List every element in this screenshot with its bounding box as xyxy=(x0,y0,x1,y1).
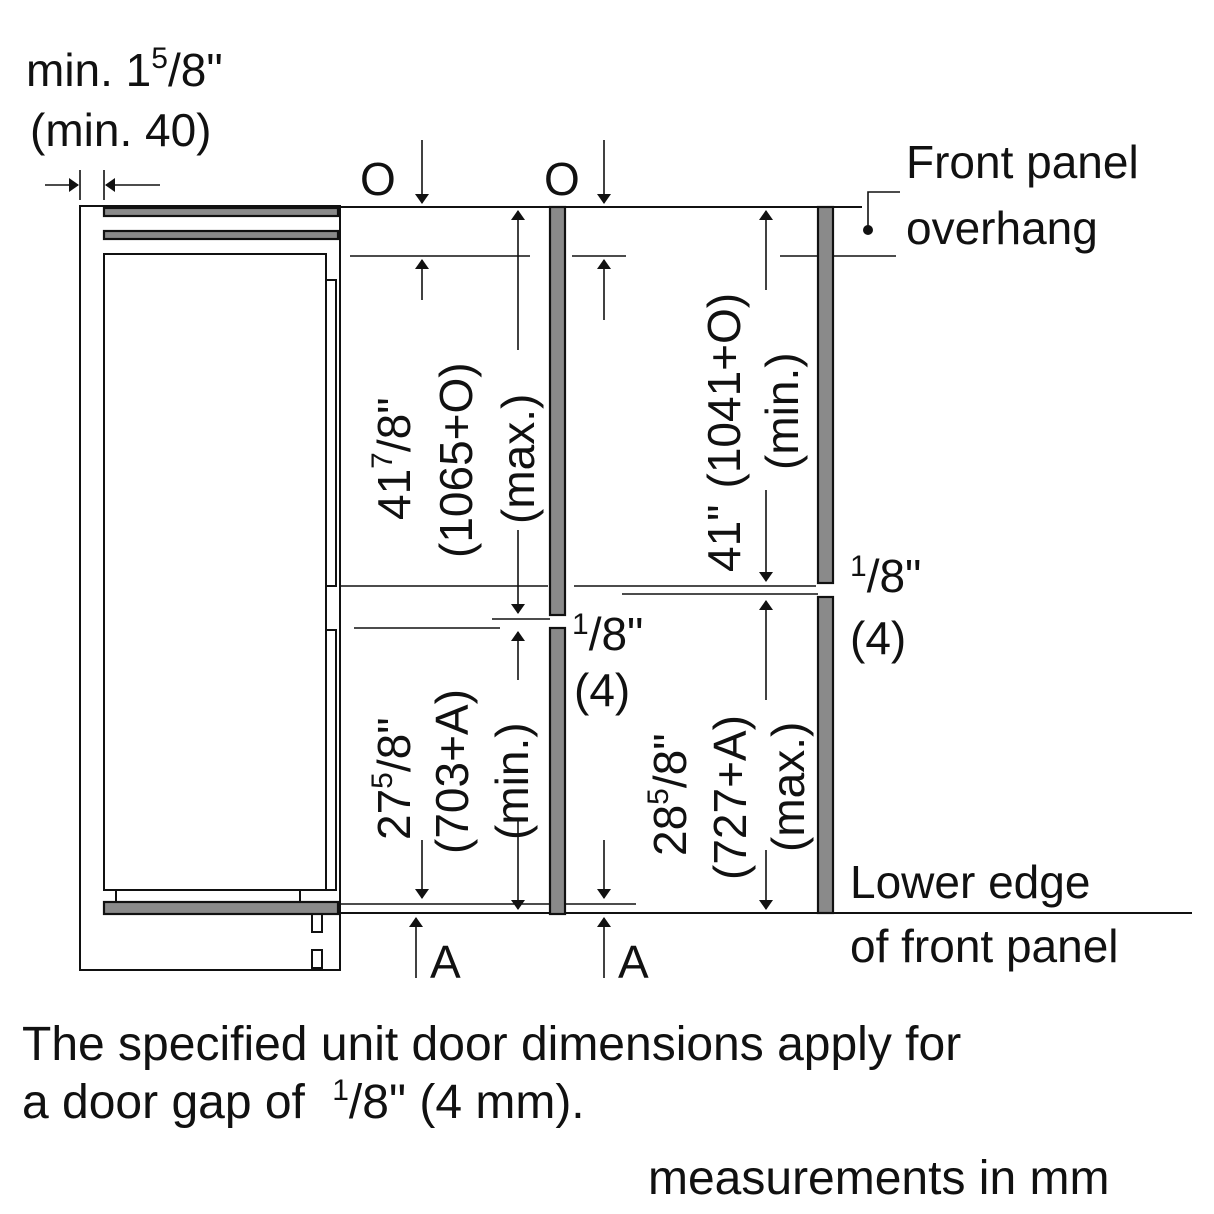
foot-2 xyxy=(311,949,323,969)
svg-text:(1065+O): (1065+O) xyxy=(430,362,482,558)
overhang-label: overhang xyxy=(906,202,1098,254)
svg-text:(703+A): (703+A) xyxy=(426,689,478,854)
min-gap-dimension xyxy=(45,170,160,200)
a-mark-left: A xyxy=(430,936,461,988)
upper-door-edge xyxy=(325,279,337,587)
footnote-line-1: The specified unit door dimensions apply… xyxy=(22,1018,961,1071)
lower-door-edge xyxy=(325,629,337,891)
gap-mid-label: 1/8" xyxy=(572,608,643,660)
measurements-note: measurements in mm xyxy=(648,1152,1109,1205)
cabinet-outline xyxy=(79,205,341,971)
foot-1 xyxy=(311,913,323,933)
front-panels xyxy=(548,205,835,916)
svg-text:(727+A): (727+A) xyxy=(704,715,756,880)
svg-text:(min.): (min.) xyxy=(486,722,538,840)
svg-text:41"(1041+O): 41"(1041+O) xyxy=(698,293,750,572)
front-panel-lower-label: of front panel xyxy=(850,920,1119,972)
dim-upper-right: 41"(1041+O) (min.) xyxy=(698,293,808,572)
svg-text:(max.): (max.) xyxy=(492,394,544,524)
svg-text:417/8": 417/8" xyxy=(366,397,420,520)
lower-front-panel-right xyxy=(816,595,835,915)
upper-front-panel-right xyxy=(816,205,835,585)
lower-front-panel-left xyxy=(548,626,567,916)
o-mark-left: O xyxy=(360,153,396,205)
dim-upper-left: 417/8" (1065+O) (max.) xyxy=(366,362,544,558)
footnote-line-2: a door gap of 1/8" (4 mm). xyxy=(22,1074,585,1129)
svg-text:(max.): (max.) xyxy=(762,722,814,852)
gap-right-label: 1/8" xyxy=(850,550,921,602)
min-gap-mm-label: (min. 40) xyxy=(30,104,211,156)
lower-edge-label: Lower edge xyxy=(850,856,1090,908)
svg-text:275/8": 275/8" xyxy=(366,717,420,840)
dim-lower-left: 275/8" (703+A) (min.) xyxy=(366,689,538,854)
base-plinth xyxy=(102,900,340,916)
o-mark-right: O xyxy=(544,153,580,205)
appliance-body xyxy=(103,253,327,891)
gap-mid-mm: (4) xyxy=(574,664,630,716)
svg-text:285/8": 285/8" xyxy=(642,733,696,856)
dim-lower-right: 285/8" (727+A) (max.) xyxy=(642,715,814,880)
svg-text:(min.): (min.) xyxy=(756,352,808,470)
upper-front-panel-left xyxy=(548,205,567,617)
top-trim-1 xyxy=(102,206,340,218)
top-trim-2 xyxy=(102,229,340,241)
overhang-leader xyxy=(863,191,900,235)
front-panel-label: Front panel xyxy=(906,136,1139,188)
reference-lines xyxy=(338,206,1192,914)
gap-right-mm: (4) xyxy=(850,612,906,664)
a-mark-right: A xyxy=(618,936,649,988)
min-gap-label: min. 15/8" xyxy=(26,42,223,96)
